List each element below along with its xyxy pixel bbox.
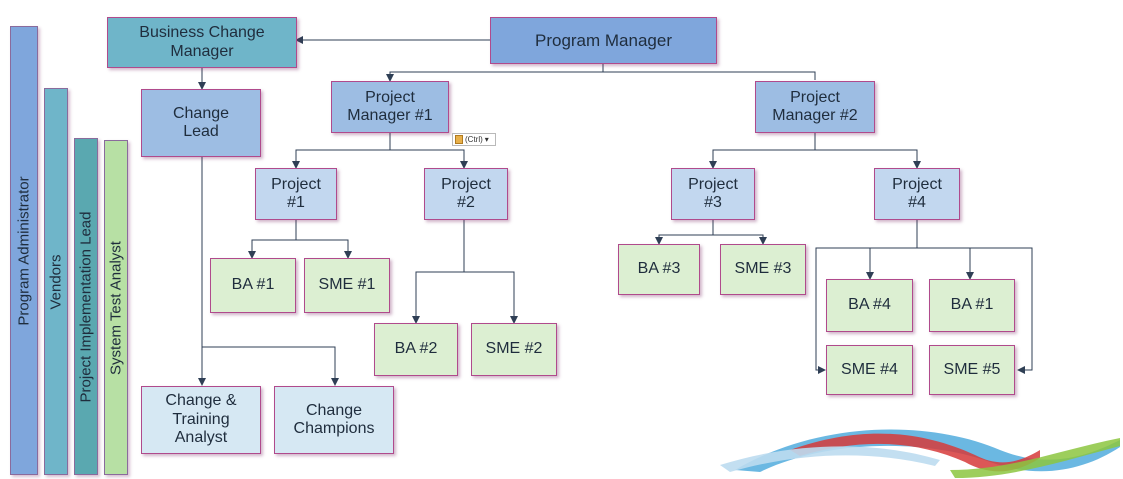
project-implementation-lead-bar: Project Implementation Lead xyxy=(74,138,98,475)
project-manager-1-node: Project Manager #1 xyxy=(331,81,449,133)
change-lead-node: Change Lead xyxy=(141,89,261,157)
vendors-label: Vendors xyxy=(47,253,65,310)
paste-options-label: (Ctrl) xyxy=(465,135,483,144)
ba-1-project-4-node: BA #1 xyxy=(929,279,1015,332)
paste-options-button[interactable]: (Ctrl) ▾ xyxy=(452,133,496,146)
system-test-analyst-bar: System Test Analyst xyxy=(104,140,128,475)
ba-2-node: BA #2 xyxy=(374,323,458,376)
sme-5-node: SME #5 xyxy=(929,345,1015,395)
swoosh-decoration xyxy=(720,429,1120,478)
chevron-down-icon: ▾ xyxy=(484,135,489,144)
project-3-node: Project #3 xyxy=(671,168,755,220)
sme-3-node: SME #3 xyxy=(720,244,806,295)
sme-1-node: SME #1 xyxy=(304,258,390,313)
vendors-bar: Vendors xyxy=(44,88,68,475)
change-champions-node: Change Champions xyxy=(274,386,394,454)
program-manager-node: Program Manager xyxy=(490,17,717,64)
ba-1-node: BA #1 xyxy=(210,258,296,313)
ba-4-node: BA #4 xyxy=(826,279,913,332)
sme-2-node: SME #2 xyxy=(471,323,557,376)
project-4-node: Project #4 xyxy=(874,168,960,220)
program-administrator-bar: Program Administrator xyxy=(10,26,38,475)
business-change-manager-node: Business Change Manager xyxy=(107,17,297,68)
program-administrator-label: Program Administrator xyxy=(15,175,33,326)
change-training-analyst-node: Change & Training Analyst xyxy=(141,386,261,454)
project-1-node: Project #1 xyxy=(255,168,337,220)
project-manager-2-node: Project Manager #2 xyxy=(755,81,875,133)
project-implementation-lead-label: Project Implementation Lead xyxy=(77,211,95,402)
ba-3-node: BA #3 xyxy=(618,244,700,295)
clipboard-icon xyxy=(455,135,463,144)
system-test-analyst-label: System Test Analyst xyxy=(107,240,125,375)
sme-4-node: SME #4 xyxy=(826,345,913,395)
project-2-node: Project #2 xyxy=(424,168,508,220)
